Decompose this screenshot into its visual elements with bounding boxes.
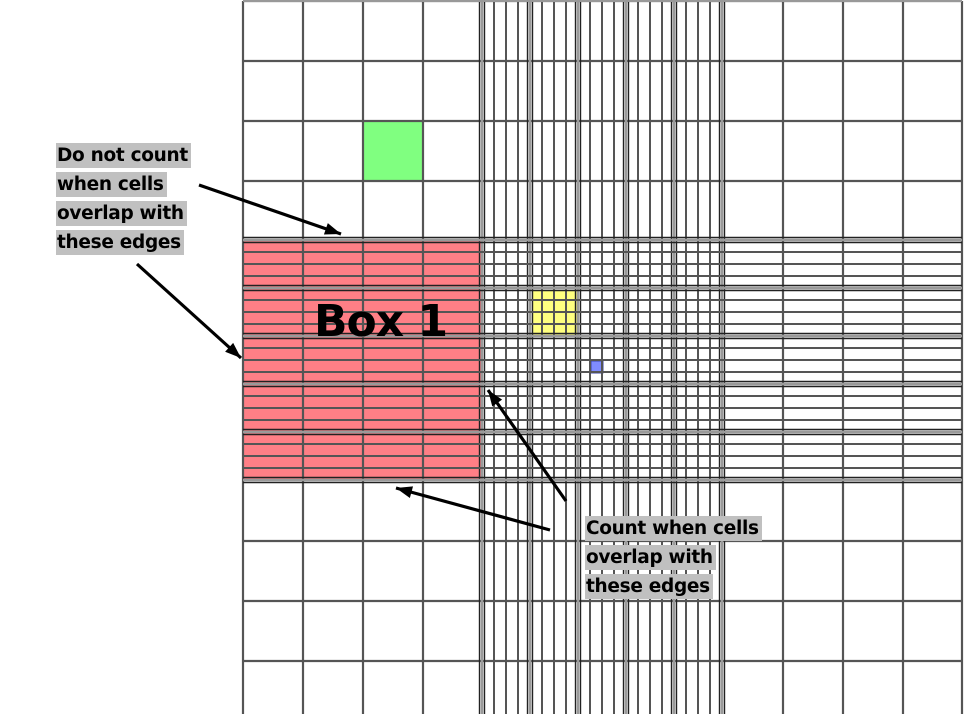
arrow-right-edge xyxy=(486,389,568,502)
green-cell xyxy=(362,120,424,182)
arrow-top-edge-head xyxy=(323,223,341,235)
annotation-line: overlap with xyxy=(585,545,716,570)
box1-label: Box 1 xyxy=(314,296,448,347)
annotation-line: these edges xyxy=(56,230,184,255)
count-annotation: Count when cells overlap with these edge… xyxy=(585,514,762,601)
do-not-count-annotation: Do not count when cells overlap with the… xyxy=(56,141,191,257)
annotation-line: when cells xyxy=(56,172,167,197)
annotation-line: overlap with xyxy=(56,201,187,226)
arrow-left-edge-head xyxy=(225,342,241,358)
annotation-line: Count when cells xyxy=(585,516,762,541)
annotation-line: these edges xyxy=(585,574,713,599)
arrow-top-edge xyxy=(198,183,342,236)
arrow-right-edge-head xyxy=(488,390,503,407)
arrow-bottom-edge-head xyxy=(396,486,414,498)
annotation-line: Do not count xyxy=(56,143,191,168)
arrow-left-edge xyxy=(135,262,243,360)
arrow-bottom-edge xyxy=(395,486,551,532)
